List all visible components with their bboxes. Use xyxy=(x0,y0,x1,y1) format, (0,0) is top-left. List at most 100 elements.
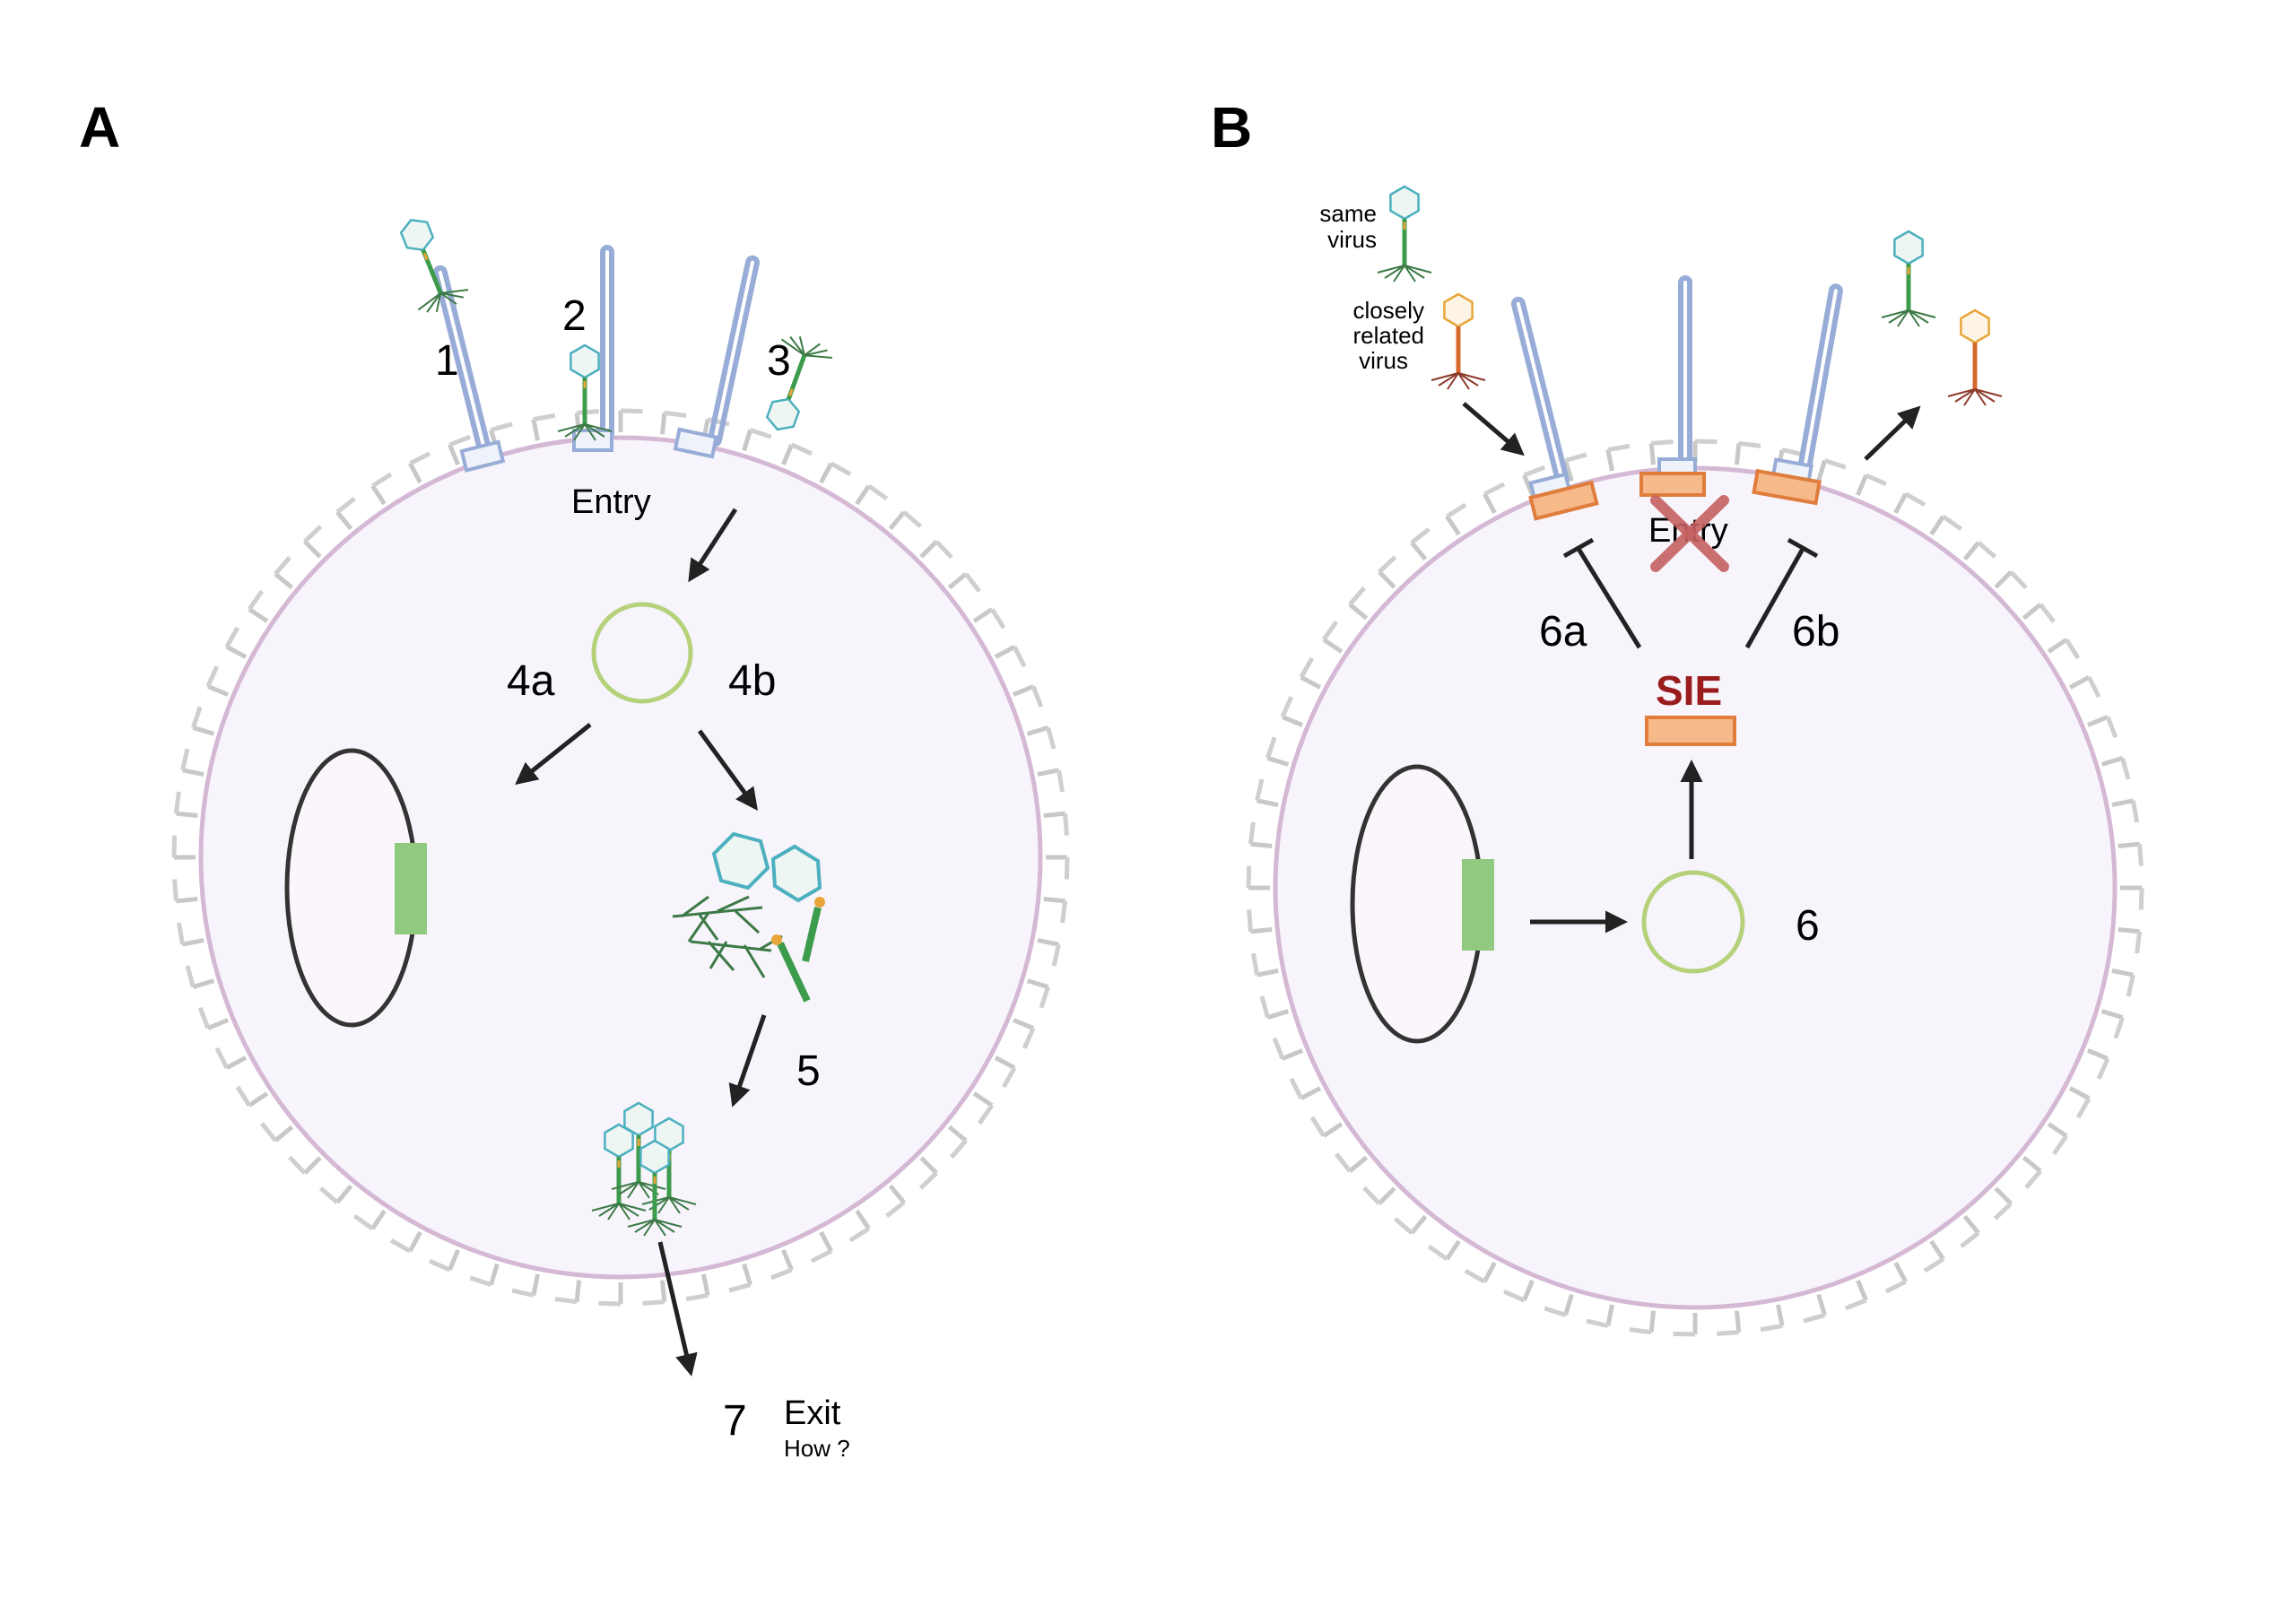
cell-wall-tick xyxy=(1012,684,1035,697)
cell-wall-tick xyxy=(2118,926,2140,934)
cell-wall-tick xyxy=(781,443,794,466)
cell-wall-segment xyxy=(963,572,981,593)
cell-wall-segment xyxy=(642,1299,665,1306)
step-1: 1 xyxy=(435,337,459,385)
cell-wall-tick xyxy=(1043,896,1065,904)
cell-wall-segment xyxy=(1884,1279,1907,1294)
cell-wall-segment xyxy=(274,555,291,576)
cell-wall-segment xyxy=(554,1297,578,1305)
cell-wall-segment xyxy=(1738,440,1761,448)
cell-wall-tick xyxy=(1816,1293,1827,1316)
cell-wall-tick xyxy=(1929,515,1945,536)
cell-wall-segment xyxy=(409,451,431,466)
cell-wall-segment xyxy=(2120,757,2131,780)
cell-wall-segment xyxy=(1586,1318,1609,1328)
cell-wall-segment xyxy=(1001,1066,1017,1089)
cell-wall-tick xyxy=(1378,1186,1396,1205)
arrow-4a xyxy=(515,723,592,786)
cell-wall-tick xyxy=(448,443,460,466)
cell-wall-segment xyxy=(685,1292,709,1302)
cell-wall-segment xyxy=(1321,620,1339,641)
cell-wall-tick xyxy=(248,1091,269,1108)
cell-wall-tick xyxy=(1856,473,1868,497)
cell-wall-tick xyxy=(1026,978,1049,989)
cell-wall-tick xyxy=(1043,811,1065,819)
cell-wall-tick xyxy=(2100,756,2124,767)
panel-b: B same virus closely related virus xyxy=(1211,95,2144,1337)
cell-wall-tick xyxy=(1734,443,1742,465)
arrow-entry xyxy=(688,508,738,583)
cell-wall-tick xyxy=(1410,1214,1428,1235)
phage-icon xyxy=(384,208,474,320)
cell-wall-tick xyxy=(1257,969,1279,977)
cell-wall-tick xyxy=(489,1263,500,1286)
cell-wall-tick xyxy=(182,768,204,777)
cell-wall-tick xyxy=(531,419,540,441)
cell-wall-segment xyxy=(1717,1330,1739,1336)
cell-wall-tick xyxy=(531,1273,540,1296)
cell-wall-segment xyxy=(1022,1027,1036,1049)
cell-wall-segment xyxy=(224,626,240,648)
cell-wall-tick xyxy=(659,1280,667,1302)
cell-wall-tick xyxy=(1445,1239,1461,1261)
cell-wall-tick xyxy=(1962,1214,1980,1235)
cell-wall-segment xyxy=(728,1282,752,1293)
sie-label: SIE xyxy=(1656,667,1722,714)
receptor-3 xyxy=(673,255,761,459)
cell-wall-tick xyxy=(1648,1310,1657,1333)
cell-wall-tick xyxy=(448,1248,460,1272)
cell-wall-tick xyxy=(742,1263,752,1286)
prophage-insert xyxy=(1462,859,1494,951)
cell-wall-segment xyxy=(205,665,220,688)
cell-wall-tick xyxy=(1348,603,1369,621)
inhibit-6a-bar xyxy=(1562,537,1595,559)
cell-wall-tick xyxy=(2022,603,2042,621)
cell-wall-segment xyxy=(335,497,356,515)
related-virus-line-2: related xyxy=(1353,322,1425,349)
cell-wall-tick xyxy=(1281,1048,1304,1061)
related-virus-line-1: closely xyxy=(1353,297,1424,324)
cell-wall-segment xyxy=(1031,685,1044,708)
cell-wall-segment xyxy=(2009,570,2028,590)
cell-wall-tick xyxy=(1893,492,1908,515)
cell-wall-tick xyxy=(248,607,269,623)
cell-wall-segment xyxy=(989,607,1006,630)
cell-wall-segment xyxy=(1012,646,1027,668)
cell-wall-segment xyxy=(1629,1327,1652,1335)
cell-wall-tick xyxy=(1776,1304,1785,1326)
cell-wall-tick xyxy=(1816,459,1827,482)
cell-wall-tick xyxy=(1563,459,1574,482)
cell-wall-tick xyxy=(1026,725,1049,736)
step-2: 2 xyxy=(562,292,587,340)
step-6: 6 xyxy=(1796,902,1820,950)
prophage-insert xyxy=(395,843,427,934)
cell-wall-tick xyxy=(1348,1155,1369,1173)
cell-wall-segment xyxy=(191,706,203,729)
cell-wall-tick xyxy=(1962,541,1980,561)
cell-wall-tick xyxy=(919,540,938,559)
cell-wall-segment xyxy=(303,525,323,543)
cell-wall-tick xyxy=(994,645,1016,659)
cell-wall-segment xyxy=(171,835,178,858)
cell-wall-tick xyxy=(742,429,752,452)
cell-wall-tick xyxy=(2111,798,2134,807)
cell-wall-tick xyxy=(781,1248,794,1272)
cell-wall-segment xyxy=(749,428,772,439)
cell-wall-tick xyxy=(855,484,871,506)
inhibit-6a xyxy=(1576,547,1642,649)
cell-wall-segment xyxy=(2105,716,2118,739)
cell-wall-tick xyxy=(2068,675,2091,690)
cell-wall-segment xyxy=(918,1171,938,1190)
same-virus-line-1: same xyxy=(1319,200,1377,227)
arrow-incoming xyxy=(1462,402,1525,456)
cell-wall-segment xyxy=(1427,1244,1448,1262)
cell-wall-tick xyxy=(1445,515,1461,536)
cell-wall-segment xyxy=(1803,1313,1826,1324)
cell-wall-tick xyxy=(994,1055,1016,1070)
step-4b: 4b xyxy=(728,657,776,705)
cell-wall-segment xyxy=(1977,541,1997,559)
cell-wall-segment xyxy=(469,1275,492,1287)
cell-wall-tick xyxy=(1250,841,1273,849)
cell-wall-tick xyxy=(182,938,204,947)
phage-components xyxy=(672,831,825,1003)
